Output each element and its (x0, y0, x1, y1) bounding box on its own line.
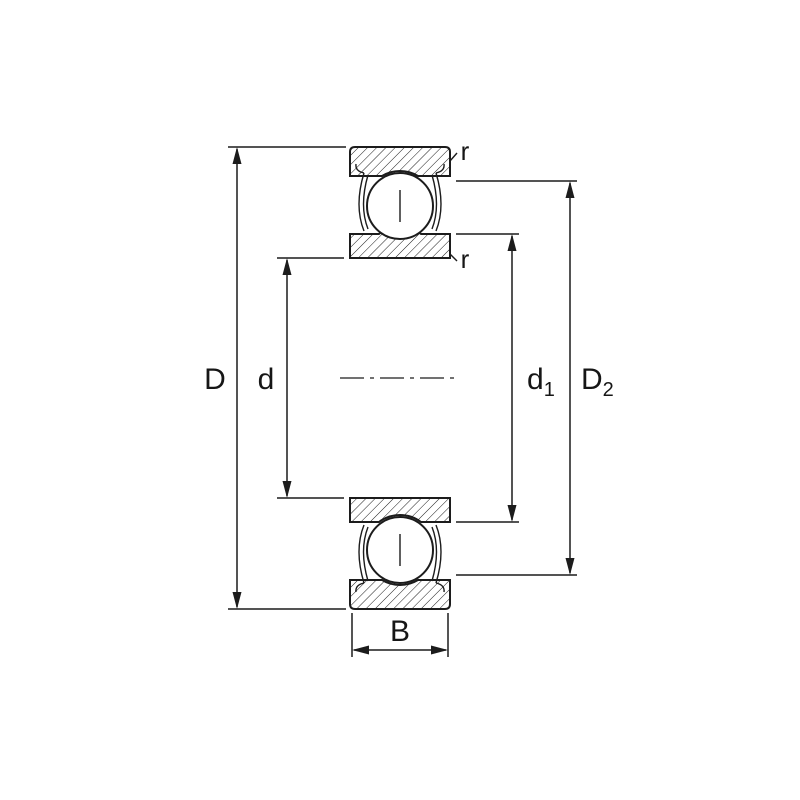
arrowhead-left (352, 645, 369, 655)
label-D2-subscript: 2 (603, 379, 614, 401)
label-D: D (204, 363, 226, 396)
label-B: B (390, 615, 410, 648)
leader-line (449, 253, 458, 262)
arrowhead-down (232, 592, 242, 609)
label-d: d (258, 363, 275, 396)
label-d1-base: d (527, 363, 544, 396)
label-D2-base: D (581, 363, 603, 396)
outer-ring-bottom (349, 579, 451, 610)
shield-bottom-left-inner (362, 526, 369, 582)
label-r-inner: r (461, 244, 470, 274)
arrowhead-up (232, 147, 242, 164)
dimension-D: D (204, 146, 346, 610)
arrowhead-up (282, 258, 292, 275)
leader-line (449, 152, 458, 162)
radius-label-outer: r (449, 136, 470, 166)
arrowhead-up (565, 181, 575, 198)
dimension-D2: D2 (456, 180, 614, 576)
dimension-d1: d1 (456, 233, 555, 523)
inner-ring-bottom (349, 497, 451, 523)
shield-top-left-inner (362, 174, 369, 230)
arrowhead-down (565, 558, 575, 575)
arrowhead-right (431, 645, 448, 655)
dimension-d: d (258, 257, 344, 499)
shield-bottom-right-inner (431, 526, 438, 582)
outer-ring-top (349, 146, 451, 177)
dimension-B: B (351, 613, 449, 657)
bearing-bottom-section (349, 497, 451, 610)
shield-top-right-outer (435, 172, 442, 232)
arrowhead-up (507, 234, 517, 251)
arrowhead-down (282, 481, 292, 498)
label-d1: d1 (527, 363, 555, 401)
label-d1-subscript: 1 (544, 379, 555, 401)
shield-hook-bottom-left (355, 582, 365, 593)
shield-top-left-outer (358, 172, 365, 232)
radius-label-inner: r (449, 244, 470, 274)
shield-hook-top-right (435, 163, 445, 174)
bearing-top-section (349, 146, 451, 259)
arrowhead-down (507, 505, 517, 522)
shield-hook-top-left (355, 163, 365, 174)
label-D2: D2 (581, 363, 614, 401)
label-r-outer: r (461, 136, 470, 166)
shield-hook-bottom-right (435, 582, 445, 593)
shield-top-right-inner (431, 174, 438, 230)
shield-bottom-left-outer (358, 524, 365, 584)
shield-bottom-right-outer (435, 524, 442, 584)
